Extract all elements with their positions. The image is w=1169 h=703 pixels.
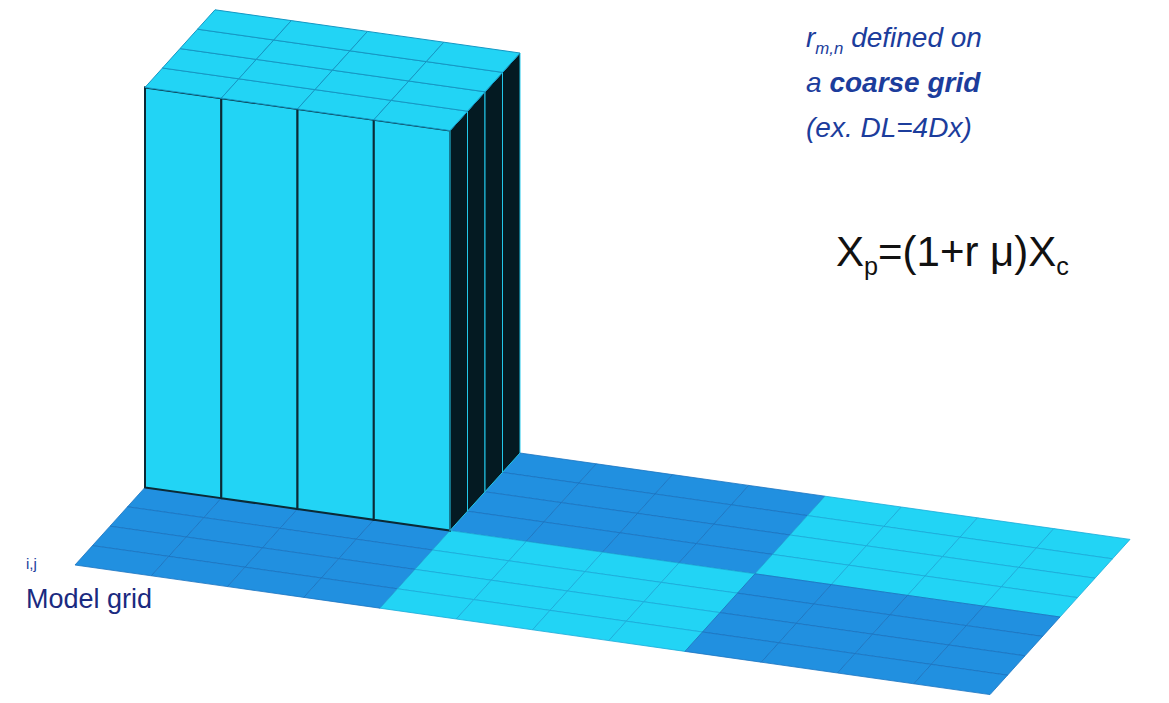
annotation-text: (ex. DL=4Dx)	[806, 112, 972, 143]
grid-cell	[838, 654, 932, 684]
column-top-cell	[426, 42, 520, 72]
grid-caption: Model grid	[26, 584, 152, 614]
text-line: acoarse grid	[806, 67, 980, 99]
annotation-text: coarse grid	[829, 67, 980, 98]
annotation-text: c	[1056, 252, 1069, 280]
grid-cell	[914, 664, 1008, 694]
grid-cell	[75, 546, 169, 576]
grid-cell	[761, 643, 855, 673]
column-side-strip	[503, 53, 521, 472]
grid-cell	[151, 556, 245, 586]
text-line: i,j	[26, 555, 37, 572]
grid-cell	[456, 600, 550, 630]
annotation-text: defined on	[851, 22, 982, 53]
grid-cell	[380, 589, 474, 619]
grid-cell	[609, 621, 703, 651]
annotation-text: X	[836, 228, 864, 275]
grid-cell	[304, 578, 398, 608]
text-line: (ex. DL=4Dx)	[806, 112, 972, 144]
annotation-text: p	[864, 252, 878, 280]
column-front-strip	[145, 87, 221, 498]
column-side-strip	[485, 72, 503, 491]
column-front-strip	[298, 109, 374, 520]
column-front-strip	[374, 120, 450, 531]
annotation-text: =(1+r μ)X	[878, 228, 1056, 275]
grid-cell	[533, 610, 627, 640]
index-label: i,j	[26, 555, 37, 572]
grid-cell	[228, 567, 322, 597]
text-line: Xp=(1+r μ)Xc	[836, 228, 1069, 281]
text-line: rm,n defined on	[806, 22, 982, 59]
column-side-strip	[450, 111, 468, 530]
column-side-strip	[468, 92, 486, 511]
annotation-text: m,n	[815, 39, 843, 58]
annotation-text: a	[806, 67, 822, 98]
grid-cell	[685, 632, 779, 662]
coarse-cell-column	[145, 10, 520, 531]
column-front-strip	[221, 98, 297, 509]
text-line: Model grid	[26, 584, 152, 615]
annotation-text: r	[806, 22, 815, 53]
